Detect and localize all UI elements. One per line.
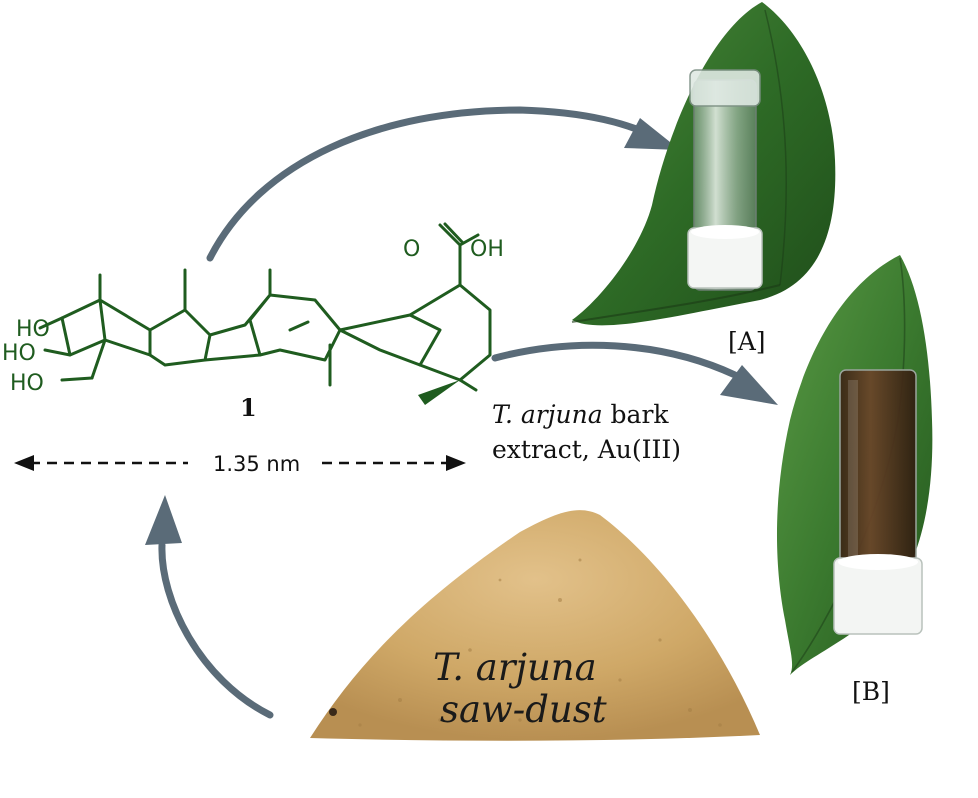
arrow-from-sawdust (145, 495, 274, 719)
reagent-line-1: T. arjuna bark (492, 400, 669, 429)
sample-b-label: [B] (852, 677, 890, 706)
arrow-to-gel-b (491, 341, 778, 405)
compound-number: 1 (240, 393, 257, 422)
wedge-bond (418, 380, 460, 405)
vial-a (687, 69, 763, 291)
acid-o-label: O (403, 237, 420, 262)
sawdust-label-line-1: T. arjuna (433, 646, 597, 689)
double-headed-dashed-arrow (14, 455, 466, 471)
sample-a-label: [A] (728, 327, 766, 356)
molecule-structure (38, 222, 492, 392)
vial-b (833, 369, 923, 635)
ho-label-3: HO (10, 371, 44, 396)
measurement-label: 1.35 nm (213, 452, 300, 476)
acid-oh-label: OH (470, 237, 504, 262)
ho-label-2: HO (2, 341, 36, 366)
sawdust-pile-photo (310, 510, 760, 741)
arrow-to-gel-a (206, 106, 680, 262)
reagent-line1-rest: bark (603, 400, 670, 429)
reagent-species: T. arjuna (492, 400, 603, 429)
reagent-line-2: extract, Au(III) (492, 435, 681, 464)
ho-label-1: HO (16, 317, 50, 342)
molecule-labels: HO HO HO O OH (2, 237, 504, 396)
sawdust-label-line-2: saw-dust (440, 688, 607, 731)
